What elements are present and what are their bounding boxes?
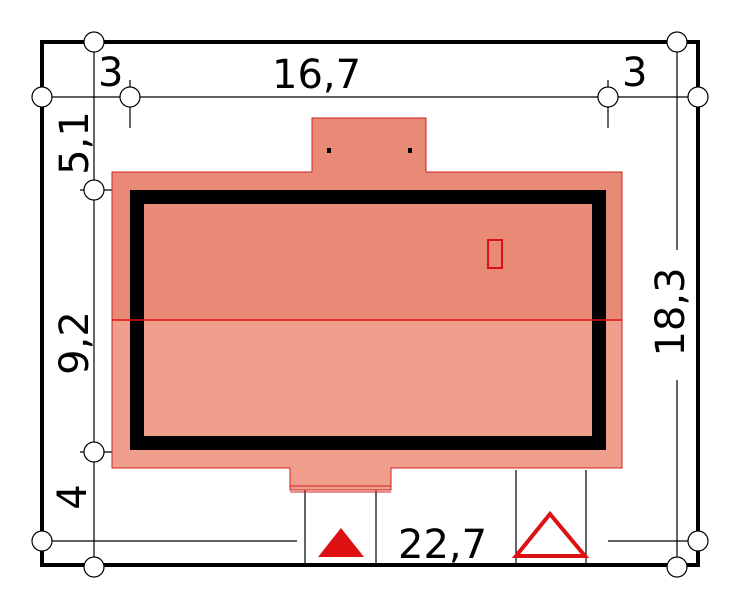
dimension-marker	[83, 556, 105, 578]
dimension-marker	[83, 31, 105, 53]
roof-window-mark	[327, 148, 331, 153]
dim-right: 18,3	[648, 267, 694, 356]
dimension-marker	[687, 86, 709, 108]
dimension-marker	[666, 556, 688, 578]
roof-upper-slope	[111, 117, 623, 321]
entrance-marker-outline	[511, 510, 590, 558]
dim-bottom: 22,7	[398, 522, 487, 568]
dim-top-middle: 16,7	[272, 52, 361, 98]
dimension-marker	[597, 86, 619, 108]
roof-window-mark	[408, 148, 412, 153]
dim-left-middle: 9,2	[52, 311, 98, 375]
dim-top-left: 3	[98, 50, 123, 96]
dimension-marker	[83, 179, 105, 201]
dimension-marker	[31, 86, 53, 108]
dimension-marker	[687, 530, 709, 552]
dim-left-top: 5,1	[52, 111, 98, 175]
dimension-marker	[666, 31, 688, 53]
dimension-marker	[119, 86, 141, 108]
dim-top-right: 3	[622, 50, 647, 96]
plot-boundary	[40, 40, 700, 567]
roof-lower-slope	[111, 319, 623, 491]
entrance-marker-filled	[318, 528, 364, 557]
dimension-markers	[31, 31, 709, 578]
chimney-outline	[487, 239, 503, 269]
dimension-marker	[31, 530, 53, 552]
dim-left-bottom: 4	[50, 484, 96, 509]
dimension-marker	[83, 441, 105, 463]
